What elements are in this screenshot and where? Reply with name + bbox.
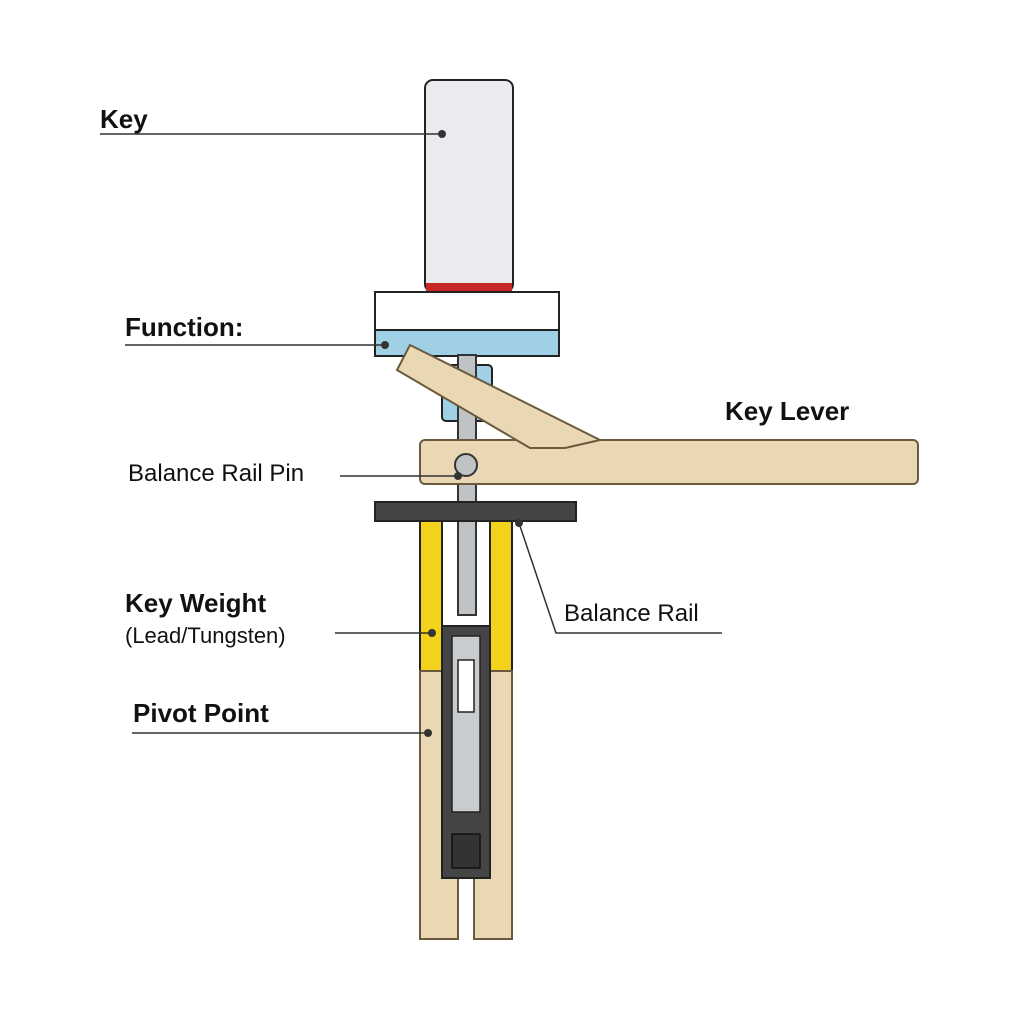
label-balance-rail: Balance Rail (564, 600, 699, 627)
key-body (424, 79, 514, 293)
leader-pivot-point-dot (424, 729, 432, 737)
key-weight-left (419, 520, 443, 672)
leader-balance-rail-dot (515, 519, 523, 527)
weight-insert-window (457, 659, 475, 713)
key-lever-diagonal-arm (396, 344, 601, 449)
key-weight-right (489, 520, 513, 672)
balance-rail-bar (374, 501, 577, 522)
function-block (374, 291, 560, 331)
leader-key-weight-dot (428, 629, 436, 637)
balance-rail-pin-head (454, 453, 478, 477)
label-function: Function: (125, 312, 244, 342)
label-key: Key (100, 104, 148, 134)
label-balance-rail-pin: Balance Rail Pin (128, 460, 305, 487)
leader-key-dot (438, 130, 446, 138)
label-key-weight: Key Weight (125, 588, 267, 618)
function-felt (374, 329, 560, 357)
label-key-lever: Key Lever (725, 396, 850, 426)
label-key-weight-sub: (Lead/Tungsten) (125, 623, 286, 648)
weight-insert-square (451, 833, 481, 869)
key-red-stripe (426, 283, 512, 291)
leader-balance-rail (518, 522, 722, 634)
key-lever-bar (419, 439, 919, 485)
label-pivot-point: Pivot Point (133, 698, 269, 728)
leader-function-dot (381, 341, 389, 349)
leader-balance-rail-pin-dot (454, 472, 462, 480)
